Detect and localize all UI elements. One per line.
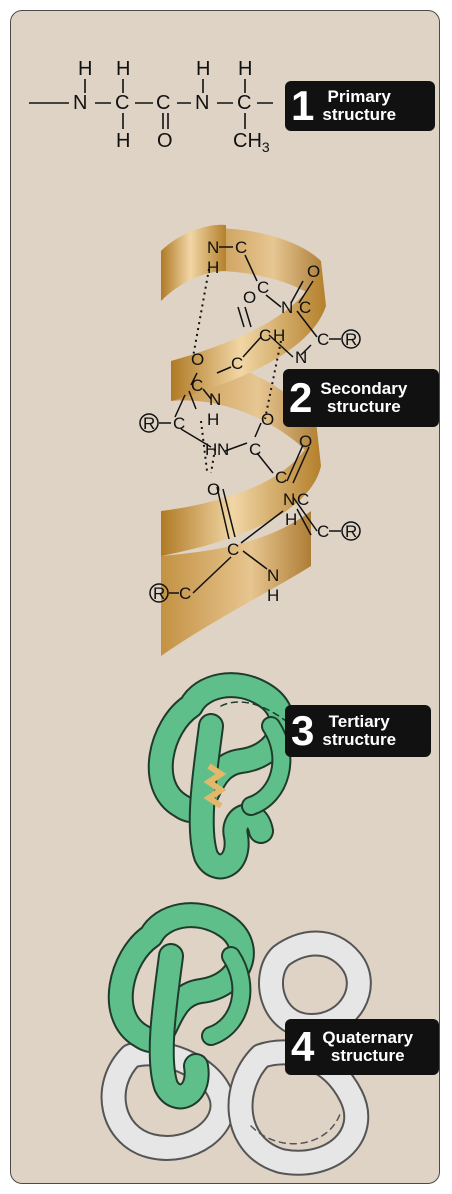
helix-atom: O (299, 432, 312, 451)
level-label-line2: structure (331, 1047, 405, 1065)
helix-atom: O (307, 262, 320, 281)
level-number: 2 (289, 377, 312, 419)
atom-h: H (116, 59, 130, 79)
level-label-line2: structure (327, 398, 401, 416)
helix-atom: N (281, 298, 293, 317)
methyl-group: CH3 (233, 131, 270, 154)
helix-atom: H (285, 510, 297, 529)
methyl-subscript: 3 (262, 139, 270, 155)
helix-atom: N (207, 238, 219, 257)
tertiary-fold (11, 666, 439, 896)
helix-atom: H (205, 440, 217, 459)
badge-quaternary: 4 Quaternary structure (285, 1019, 439, 1075)
helix-atom: H (207, 410, 219, 429)
helix-atom: C (191, 376, 203, 395)
figure-panel: H H H H N C C N C H O CH3 1 Primary stru… (10, 10, 440, 1184)
badge-tertiary: 3 Tertiary structure (285, 705, 431, 757)
level-label-line2: structure (322, 106, 396, 124)
helix-atom: N (295, 348, 307, 367)
helix-atom: C (249, 440, 261, 459)
helix-atom: O (207, 480, 220, 499)
r-group: R (345, 330, 357, 349)
level-number: 4 (291, 1026, 314, 1068)
r-group: R (345, 522, 357, 541)
level-number: 3 (291, 710, 314, 752)
helix-atom: C (231, 354, 243, 373)
helix-atom: H (267, 586, 279, 605)
atom-c: C (115, 93, 129, 113)
helix-atom: C (275, 468, 287, 487)
atom-h: H (78, 59, 92, 79)
methyl-ch: CH (233, 130, 262, 152)
helix-atom: N (217, 440, 229, 459)
level-label: Quaternary structure (322, 1029, 413, 1065)
helix-atom: C (173, 414, 185, 433)
helix-atom: C (317, 522, 329, 541)
atom-n: N (73, 93, 87, 113)
helix-atom: N (267, 566, 279, 585)
helix-atom: N (283, 490, 295, 509)
atom-h: H (116, 131, 130, 151)
helix-atom: O (191, 350, 204, 369)
helix-atom: N (209, 390, 221, 409)
helix-atom: C (227, 540, 239, 559)
atom-h: H (196, 59, 210, 79)
helix-atom: H (207, 258, 219, 277)
helix-atom: C (259, 326, 271, 345)
alpha-helix: N C H C O N C O C H C R N C O C N H C R … (11, 211, 439, 671)
helix-atom: C (299, 298, 311, 317)
atom-n: N (195, 93, 209, 113)
helix-atom: C (179, 584, 191, 603)
helix-atom: O (261, 410, 274, 429)
level-label: Secondary structure (320, 380, 407, 416)
level-label: Tertiary structure (322, 713, 396, 749)
helix-atom: C (257, 278, 269, 297)
level-label-line1: Tertiary (329, 713, 390, 731)
badge-primary: 1 Primary structure (285, 81, 435, 131)
atom-o: O (157, 131, 173, 151)
badge-secondary: 2 Secondary structure (283, 369, 439, 427)
helix-atom: O (243, 288, 256, 307)
helix-atom: C (297, 490, 309, 509)
r-group: R (153, 584, 165, 603)
helix-atom: C (235, 238, 247, 257)
level-label-line1: Secondary (320, 380, 407, 398)
atom-c: C (237, 93, 251, 113)
r-group: R (143, 414, 155, 433)
atom-c: C (156, 93, 170, 113)
level-label-line1: Quaternary (322, 1029, 413, 1047)
level-number: 1 (291, 85, 314, 127)
level-label-line1: Primary (328, 88, 391, 106)
helix-atom: H (273, 326, 285, 345)
level-label-line2: structure (322, 731, 396, 749)
level-label: Primary structure (322, 88, 396, 124)
helix-atom: C (317, 330, 329, 349)
atom-h: H (238, 59, 252, 79)
